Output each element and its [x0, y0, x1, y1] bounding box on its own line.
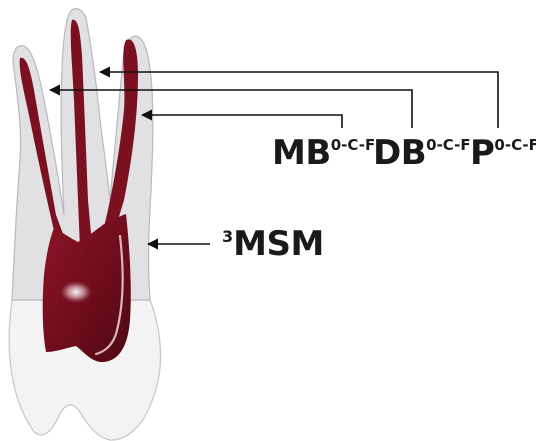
label-db: DB0-C-F	[373, 136, 471, 170]
label-msm-main: MSM	[233, 224, 324, 264]
label-mb-sup: 0-C-F	[331, 136, 376, 154]
label-db-main: DB	[373, 133, 426, 173]
label-mb: MB0-C-F	[272, 136, 375, 170]
label-p-main: P	[470, 133, 494, 173]
label-p: P0-C-F	[470, 136, 536, 170]
leader-p	[100, 72, 498, 128]
label-p-sup: 0-C-F	[494, 136, 536, 154]
label-msm-pre: 3	[222, 227, 233, 246]
label-db-sup: 0-C-F	[426, 136, 471, 154]
leader-mb	[142, 115, 342, 128]
label-msm: 3MSM	[222, 227, 324, 261]
label-mb-main: MB	[272, 133, 331, 173]
leader-db	[50, 90, 412, 128]
pulp-highlight	[60, 281, 92, 303]
